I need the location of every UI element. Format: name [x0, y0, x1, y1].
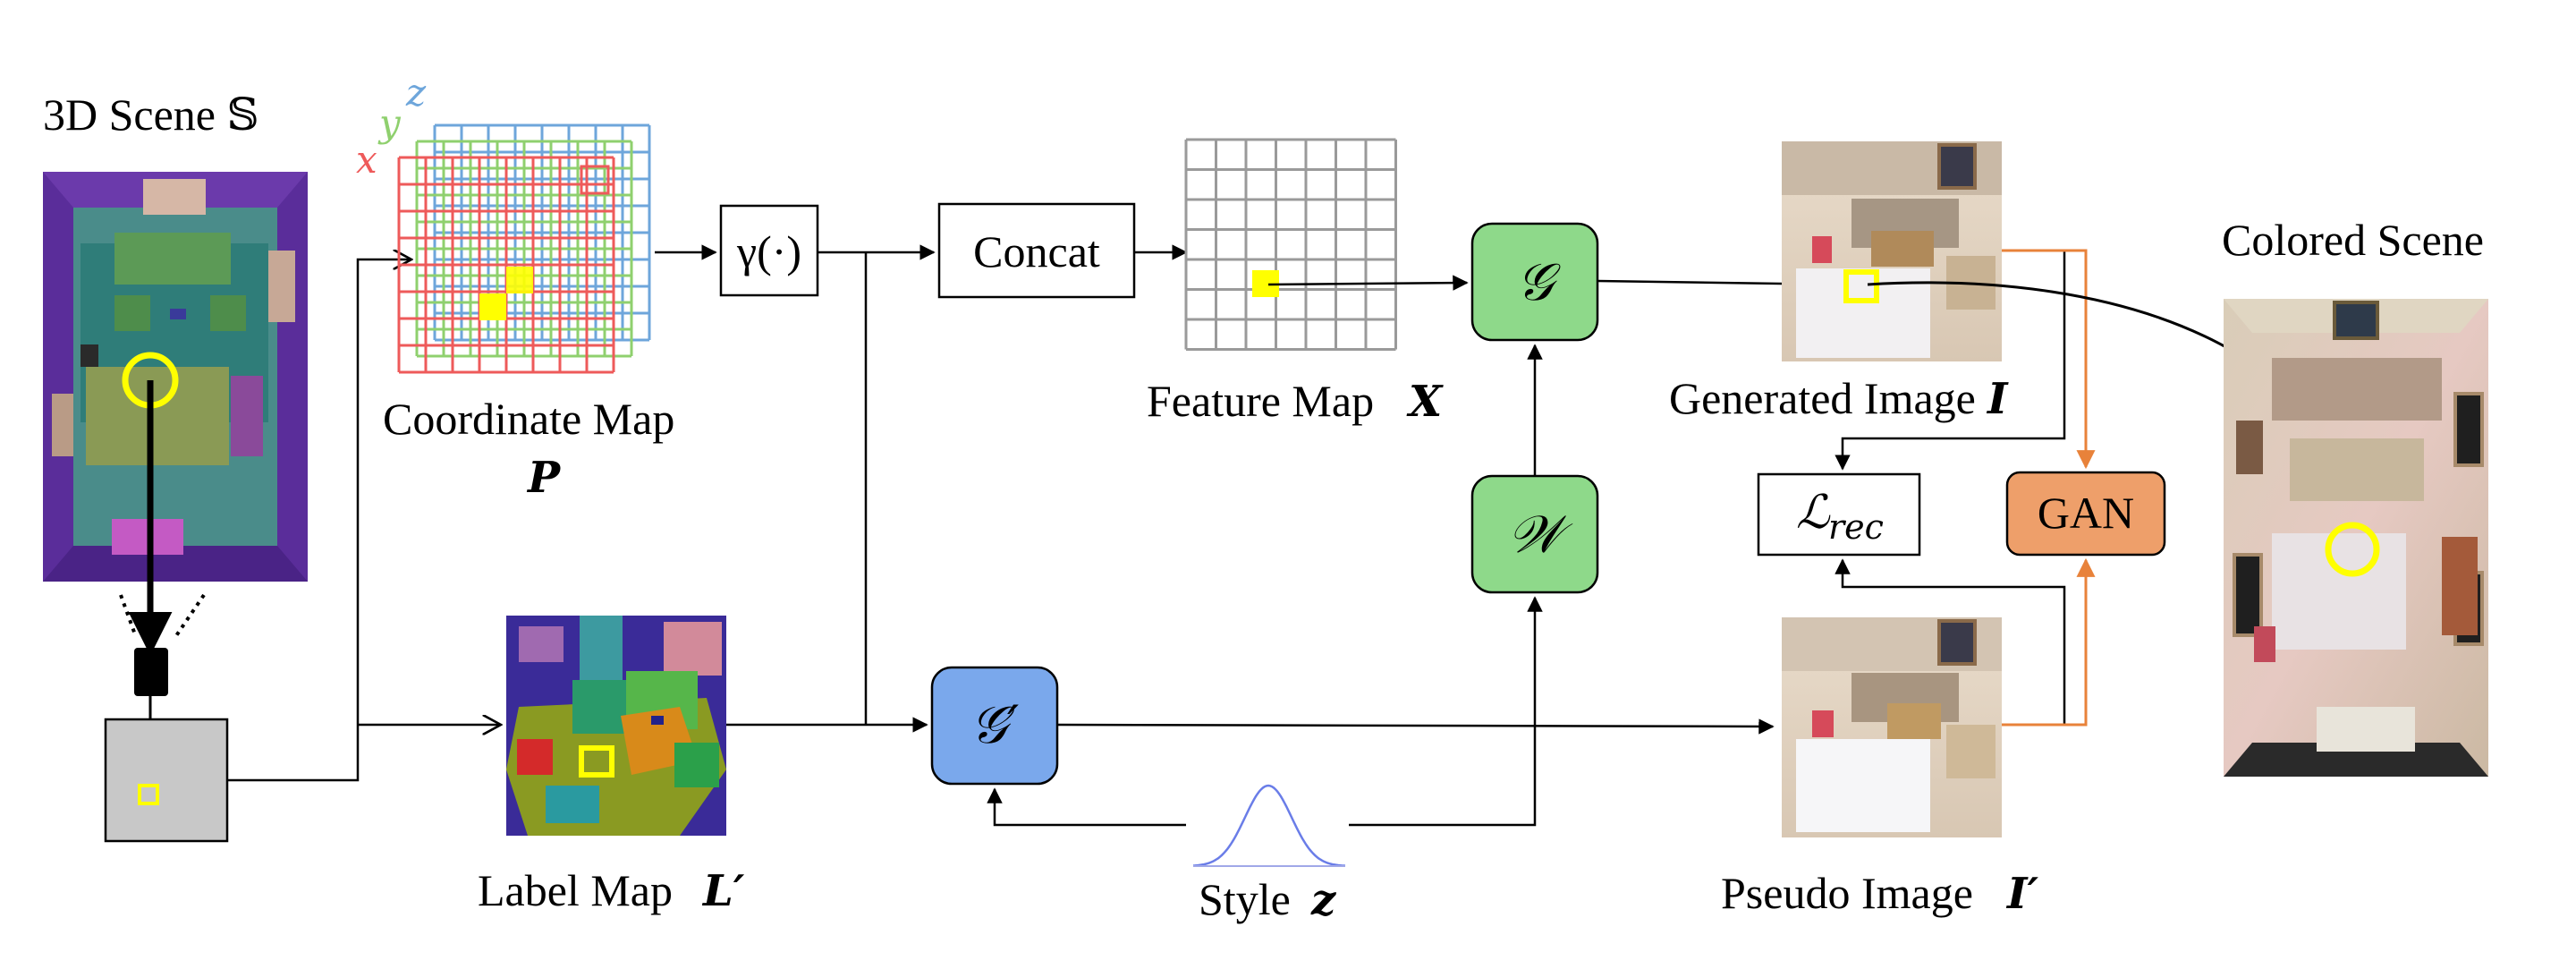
concat-box: Concat — [937, 202, 1136, 299]
image-plane-pixel — [138, 784, 159, 805]
label-map-image — [506, 616, 726, 836]
image-plane — [104, 718, 229, 843]
reconstruction-loss-label: ℒ — [1796, 486, 1831, 540]
feature-map: Feature Map X — [1147, 138, 1444, 427]
label-map-label: Label Map — [478, 865, 673, 915]
colored-scene-image — [2224, 299, 2488, 777]
pseudo-image-label: Pseudo Image — [1721, 868, 1973, 918]
generated-image-label: Generated Image — [1669, 373, 1976, 423]
label-map-symbol: L′ — [701, 866, 745, 916]
pseudo-image-symbol: I′ — [2005, 869, 2038, 919]
pseudo-image: Pseudo Image I′ — [1721, 617, 2038, 919]
pseudo-generator-label: 𝒢′ — [970, 694, 1019, 755]
pseudo-generator-box: 𝒢′ — [930, 666, 1059, 786]
camera-frustum-right — [174, 593, 206, 639]
camera-frustum-left — [119, 594, 138, 638]
coordinate-map-symbol: P — [526, 453, 562, 503]
reconstruction-loss-subscript: rec — [1828, 507, 1884, 547]
generated-image: Generated Image I — [1669, 141, 2009, 424]
coordinate-grid-y — [415, 140, 633, 358]
style-gaussian-curve — [1192, 784, 1346, 867]
generator-box: 𝒢 — [1470, 222, 1599, 342]
scene-3d: 3D Scene 𝕊 — [43, 89, 308, 843]
coordinate-highlight — [479, 293, 506, 320]
coordinate-map-label: Coordinate Map — [383, 394, 674, 444]
reconstruction-loss-box: ℒ rec — [1757, 472, 1921, 557]
scene-3d-label: 3D Scene 𝕊 — [43, 89, 259, 140]
axis-z-label: z — [405, 71, 427, 115]
axis-y-label: y — [377, 101, 402, 145]
style-label: Style — [1199, 874, 1291, 924]
camera-icon — [134, 648, 168, 696]
colored-scene-label: Colored Scene — [2222, 215, 2484, 265]
label-map: Label Map L′ — [478, 616, 745, 916]
generated-image-symbol: I — [1986, 374, 2009, 424]
coordinate-map: x y z Coordinate Map P — [356, 71, 674, 503]
label-map-pixel — [579, 745, 614, 778]
gan-label: GAN — [2038, 488, 2134, 538]
colored-scene: Colored Scene — [2222, 215, 2488, 777]
style-code: Style z — [1192, 784, 1346, 925]
coordinate-grid-x — [397, 156, 615, 374]
feature-map-label: Feature Map — [1147, 376, 1374, 426]
generated-image-pixel — [1843, 269, 1879, 303]
scene-3d-image — [43, 172, 308, 582]
gan-box: GAN — [2005, 471, 2166, 557]
positional-encoding-label: γ(·) — [736, 226, 801, 276]
positional-encoding-box: γ(·) — [719, 204, 819, 297]
mapping-network-box: 𝒲 — [1470, 474, 1599, 594]
axis-x-label: x — [356, 138, 377, 182]
colored-scene-focus-circle — [2325, 522, 2380, 577]
feature-map-symbol: X — [1406, 377, 1444, 427]
feature-map-grid — [1184, 138, 1397, 351]
style-symbol: z — [1310, 875, 1337, 925]
concat-label: Concat — [973, 226, 1100, 276]
